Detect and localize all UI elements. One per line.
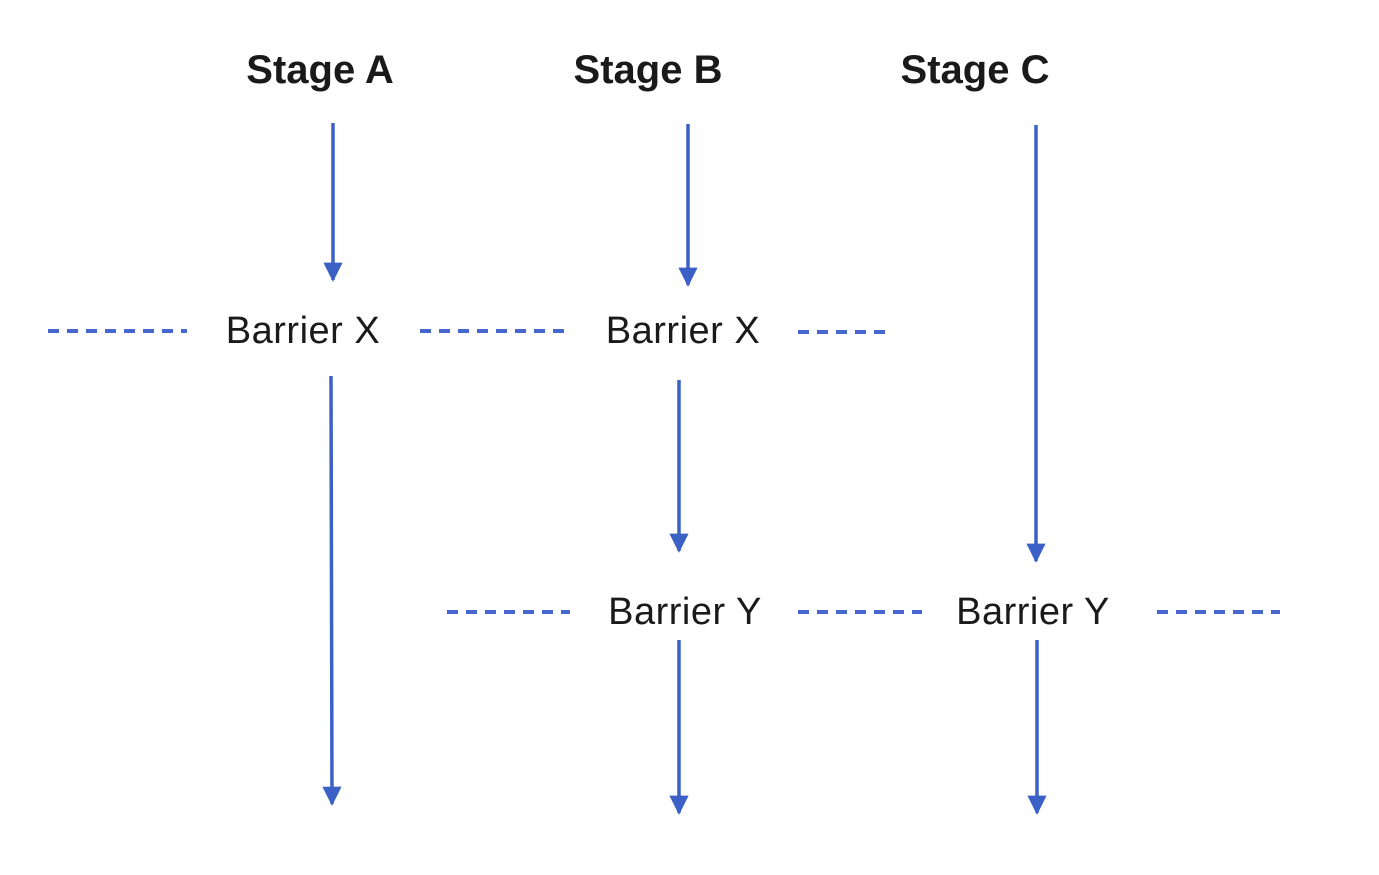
barrier-x-label-stage-a: Barrier X [225,310,381,352]
stage-a-arrow-bottom [322,375,342,806]
barrier-y-label-stage-b: Barrier Y [608,591,762,633]
barrier-y-label-stage-c: Barrier Y [956,591,1110,633]
stage-a-label: Stage A [246,48,394,92]
stage-b-label: Stage B [573,48,723,92]
stage-c-label: Stage C [900,48,1050,92]
barrier-x-label-stage-b: Barrier X [605,310,761,352]
